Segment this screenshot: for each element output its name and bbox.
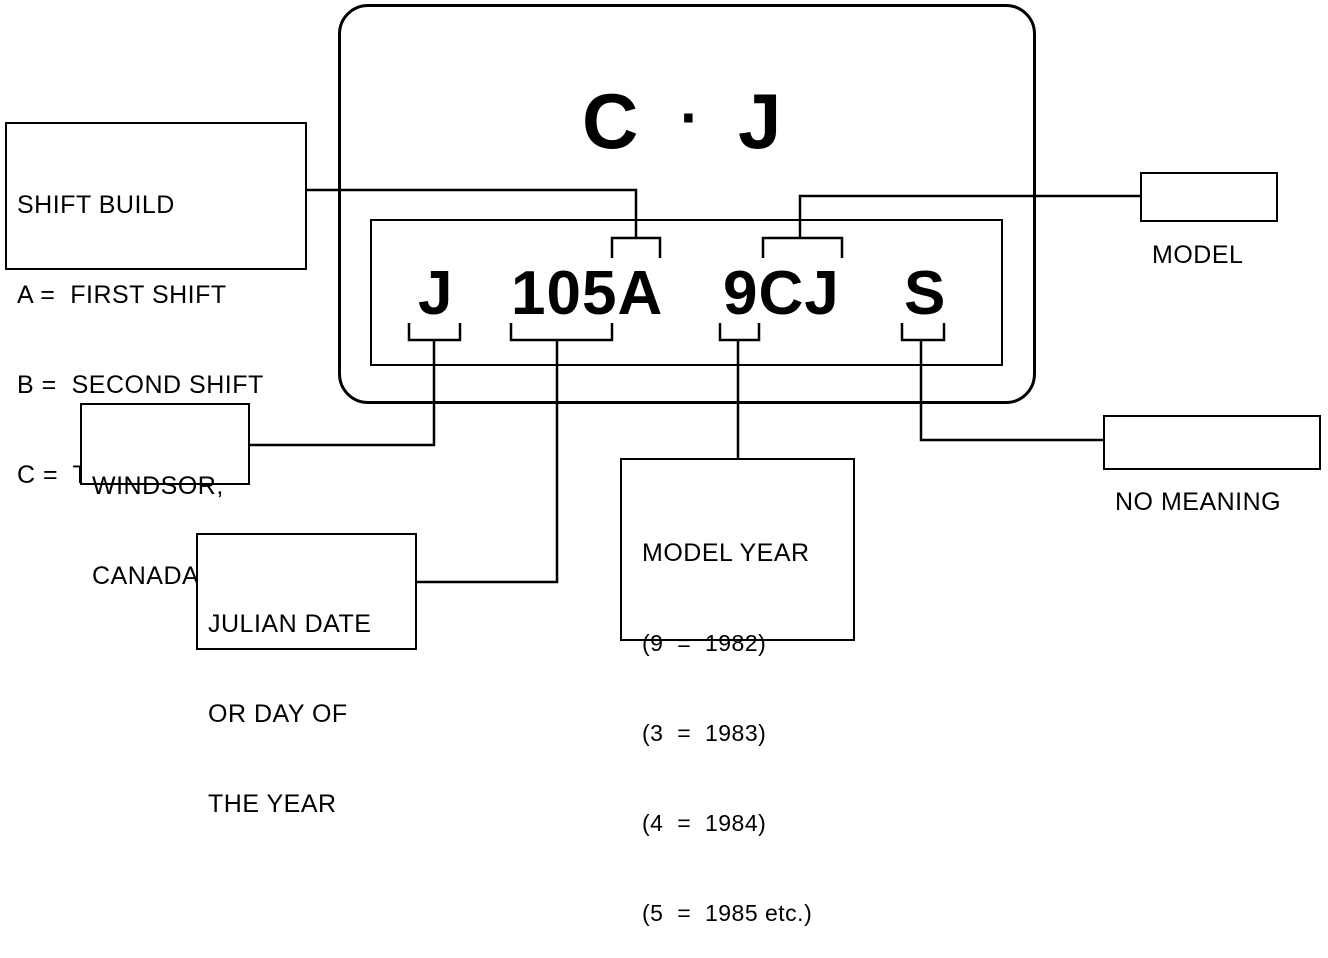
- header-code-separator: ·: [680, 84, 702, 151]
- shift-build-title: SHIFT BUILD: [17, 191, 175, 219]
- code-frame: [370, 219, 1003, 366]
- code-suffix: S: [904, 259, 947, 328]
- code-year-model: 9CJ: [723, 259, 840, 328]
- model-label: MODEL: [1152, 241, 1244, 269]
- plant-box: WINDSOR, CANADA: [80, 403, 250, 590]
- julian-line: OR DAY OF: [208, 700, 348, 728]
- julian-line: JULIAN DATE: [208, 610, 372, 638]
- suffix-bracket: [900, 323, 946, 342]
- shift-bracket: [610, 236, 662, 258]
- no-meaning-label: NO MEANING: [1115, 488, 1282, 516]
- model-connector: [798, 194, 1140, 238]
- shift-build-line: B = SECOND SHIFT: [17, 371, 264, 399]
- julian-bracket: [509, 323, 614, 342]
- code-plant: J: [418, 259, 454, 328]
- shift-build-box: SHIFT BUILD A = FIRST SHIFT B = SECOND S…: [5, 122, 307, 489]
- shift-connector: [305, 188, 638, 238]
- header-code-right: J: [738, 77, 784, 165]
- model-bracket: [761, 236, 844, 258]
- model-year-line: (9 = 1982): [642, 630, 767, 656]
- header-code-left: C: [582, 77, 641, 165]
- model-year-line: (4 = 1984): [642, 810, 767, 836]
- year-bracket: [718, 323, 761, 342]
- suffix-connector: [919, 340, 1103, 442]
- code-date-shift: 105A: [511, 259, 664, 328]
- shift-build-line: A = FIRST SHIFT: [17, 281, 227, 309]
- julian-box: JULIAN DATE OR DAY OF THE YEAR: [196, 533, 417, 818]
- julian-line: THE YEAR: [208, 790, 337, 818]
- plant-connector: [250, 340, 436, 447]
- plant-line: CANADA: [92, 562, 200, 590]
- no-meaning-box: NO MEANING: [1103, 415, 1321, 516]
- vin-plate: [338, 4, 1036, 404]
- plant-line: WINDSOR,: [92, 472, 224, 500]
- connector-lines: [250, 188, 1140, 584]
- model-box: MODEL: [1140, 172, 1278, 269]
- model-year-line: (3 = 1983): [642, 720, 767, 746]
- model-year-box: MODEL YEAR (9 = 1982) (3 = 1983) (4 = 19…: [620, 458, 855, 926]
- julian-connector: [417, 340, 559, 584]
- model-year-title: MODEL YEAR: [642, 539, 810, 567]
- model-year-line: (5 = 1985 etc.): [642, 900, 813, 926]
